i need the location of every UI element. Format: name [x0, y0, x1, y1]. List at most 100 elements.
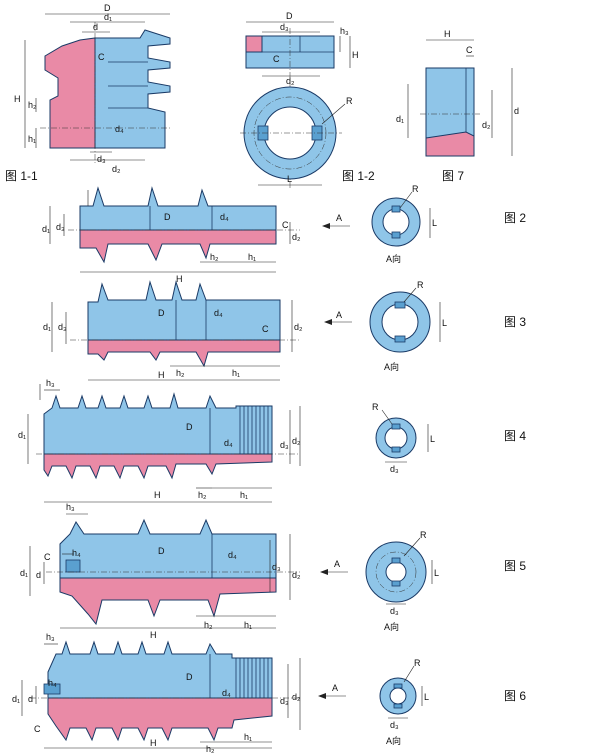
fig1-1-label-h2: h₂ — [28, 100, 37, 110]
fig2-section — [79, 229, 277, 264]
fig3-label-D: D — [158, 308, 165, 318]
fig5-label-h3: h₃ — [66, 502, 75, 512]
figure-2: D d₄ d₁ d₃ C d₂ H h₂ h₁ A R L A向 图 2 — [42, 184, 526, 284]
fig6-label-d3: d₃ — [280, 696, 289, 706]
fig1-1-label-d1: d₁ — [104, 12, 112, 22]
fig1-2-label-d2: d₂ — [286, 76, 295, 86]
fig4-label-L: L — [430, 434, 435, 444]
fig7-label-d2: d₂ — [482, 120, 491, 130]
fig3-label-d1: d₁ — [43, 322, 51, 332]
fig5-label-A: A — [334, 559, 340, 569]
fig1-2-label-d3: d₃ — [280, 22, 289, 32]
fig4-label-R: R — [372, 402, 379, 412]
fig3-label-d4: d₄ — [214, 308, 223, 318]
fig2-label-A: A — [336, 213, 342, 223]
fig1-1-label-H: H — [14, 94, 21, 104]
fig6-label-h1: h₁ — [244, 732, 252, 742]
fig6-label-h4: h₄ — [48, 678, 57, 688]
fig5-body — [59, 518, 277, 579]
fig4-body — [43, 392, 273, 455]
fig5-label-d1: d₁ — [20, 568, 28, 578]
fig1-1-label-d2: d₂ — [112, 164, 121, 174]
fig5-label-h2: h₂ — [204, 620, 213, 630]
fig6-body — [47, 640, 273, 699]
fig6-label-d2: d₂ — [292, 692, 301, 702]
fig2-label-d1: d₁ — [42, 224, 50, 234]
fig4-caption: 图 4 — [504, 429, 526, 443]
fig5-label-d: d — [36, 570, 41, 580]
fig2-label-R: R — [412, 184, 419, 194]
figure-4: h₃ d₁ D d₄ d₃ d₂ H h₂ h₁ R L d₃ 图 4 — [18, 378, 526, 503]
fig1-1-label-h1: h₁ — [28, 134, 36, 144]
fig1-1-label-d: d — [93, 22, 98, 32]
fig6-label-C: C — [34, 724, 41, 734]
fig3-caption: 图 3 — [504, 315, 526, 329]
figure-1-1: D d₁ d C H h₂ h₁ d₄ d₃ d₂ 图 1-1 — [5, 3, 171, 183]
fig2-label-d4: d₄ — [220, 212, 229, 222]
fig3-label-A: A — [336, 310, 342, 320]
fig6-label-d4: d₄ — [222, 688, 231, 698]
fig1-2-caption: 图 1-2 — [342, 169, 375, 183]
fig6-label-L: L — [424, 692, 429, 702]
fig2-label-h2: h₂ — [210, 252, 219, 262]
fig1-1-label-d4: d₄ — [115, 124, 124, 134]
fig2-label-C: C — [282, 220, 289, 230]
fig6-view-label: A向 — [386, 735, 401, 746]
fig5-label-D: D — [158, 546, 165, 556]
fig4-label-d1: d₁ — [18, 430, 26, 440]
fig1-2-label-h3: h₃ — [340, 26, 349, 36]
fig2-label-d2: d₂ — [292, 232, 301, 242]
fig5-label-H: H — [150, 630, 157, 640]
fig1-2-label-D: D — [286, 11, 293, 21]
fig4-label-d4: d₄ — [224, 438, 233, 448]
fig5-section — [59, 577, 277, 626]
fig3-label-h2: h₂ — [176, 368, 185, 378]
fig5-label-d3: d₃ — [272, 562, 281, 572]
fig3-label-R: R — [417, 280, 424, 290]
fig4-label-h1: h₁ — [240, 490, 248, 500]
fig4-label-d2: d₂ — [292, 436, 301, 446]
fig3-arrow-icon — [324, 319, 332, 325]
fig7-label-H: H — [444, 29, 451, 39]
fig5-label-h1: h₁ — [244, 620, 252, 630]
fig4-section — [43, 453, 273, 480]
fig3-view-label: A向 — [384, 361, 399, 372]
fig7-label-C: C — [466, 45, 473, 55]
figure-7: H C d₁ d₂ d 图 7 — [396, 29, 519, 183]
fig2-label-H: H — [176, 274, 183, 284]
figure-6: h₃ h₄ d₁ d C D d₄ d₃ d₂ H h₂ h₁ A R L d₃… — [12, 632, 526, 754]
fig7-section — [425, 131, 475, 157]
fig4-label-D: D — [186, 422, 193, 432]
fig2-arrow-icon — [322, 223, 330, 229]
fig6-label-d3-end: d₃ — [390, 720, 399, 730]
fig6-label-R: R — [414, 658, 421, 668]
fig4-label-h3: h₃ — [46, 378, 55, 388]
fig2-view-label: A向 — [386, 253, 401, 264]
fig3-label-L: L — [442, 318, 447, 328]
fig7-label-d: d — [514, 106, 519, 116]
fig5-arrow-icon — [320, 569, 328, 575]
fig7-label-d1: d₁ — [396, 114, 404, 124]
fig6-label-H: H — [150, 738, 157, 748]
fig6-arrow-icon — [318, 693, 326, 699]
fig1-1-caption: 图 1-1 — [5, 169, 38, 183]
fig1-1-label-d3: d₃ — [97, 154, 106, 164]
fig1-2-label-H: H — [352, 50, 359, 60]
fig1-2-section — [245, 35, 263, 53]
fig5-label-h4: h₄ — [72, 548, 81, 558]
figure-3: D d₄ d₁ d₃ C d₂ H h₂ h₁ A R L A向 图 3 — [43, 280, 526, 381]
fig2-label-d3: d₃ — [56, 222, 65, 232]
fig1-2-label-R: R — [346, 96, 353, 106]
fig2-caption: 图 2 — [504, 211, 526, 225]
fig3-label-H: H — [158, 370, 165, 380]
fig6-label-d: d — [28, 694, 33, 704]
fig7-caption: 图 7 — [442, 169, 464, 183]
fig2-body — [79, 186, 277, 231]
fig5-label-d3-end: d₃ — [390, 606, 399, 616]
fig6-label-D: D — [186, 672, 193, 682]
fig3-label-C: C — [262, 324, 269, 334]
figure-5: h₃ h₄ C d₁ d D d₄ d₃ d₂ H h₂ h₁ A R L d₃… — [20, 502, 526, 640]
fig5-label-L: L — [434, 568, 439, 578]
fig6-caption: 图 6 — [504, 689, 526, 703]
